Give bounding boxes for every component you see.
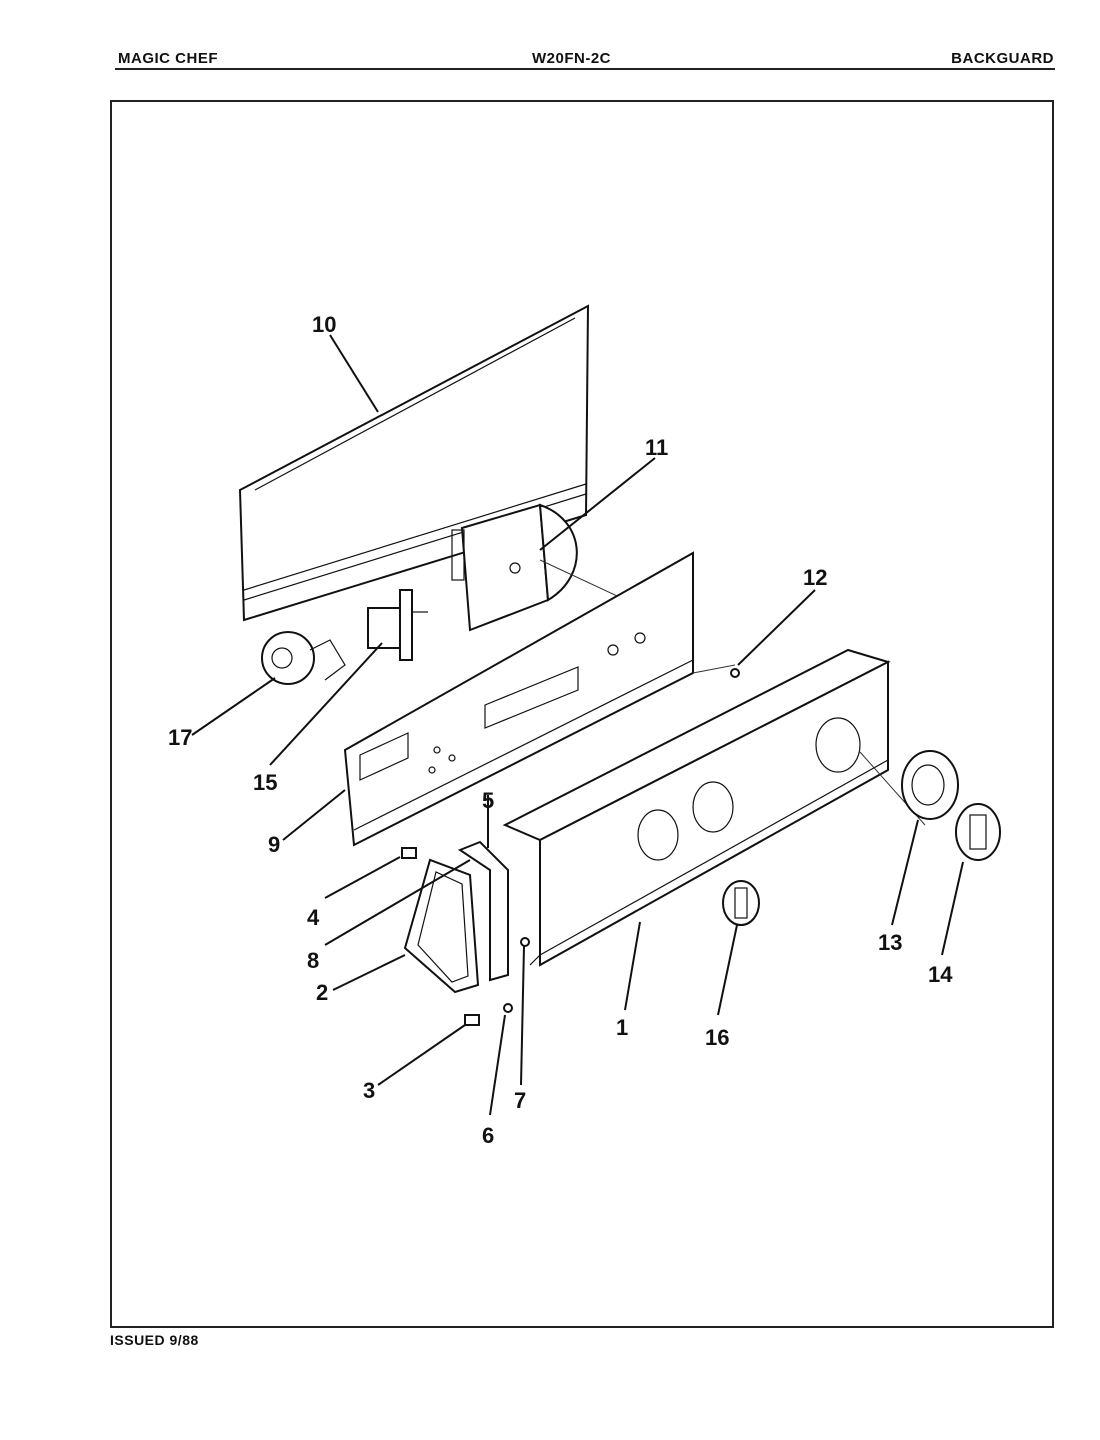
model-label: W20FN-2C: [532, 50, 612, 67]
callout-11: 11: [645, 435, 668, 460]
section-label: BACKGUARD: [951, 50, 1054, 67]
part-13-dial-skirt: [901, 750, 959, 820]
callout-5: 5: [482, 788, 494, 813]
callout-4: 4: [307, 905, 320, 930]
brand-label: MAGIC CHEF: [118, 50, 218, 67]
callout-7: 7: [514, 1088, 526, 1113]
callout-16: 16: [705, 1025, 729, 1050]
part-1-console: [502, 648, 926, 967]
callout-10: 10: [312, 312, 336, 337]
callout-1: 1: [616, 1015, 628, 1040]
part-11-timer: [451, 503, 691, 632]
callout-12: 12: [803, 565, 827, 590]
part-15-switch: [367, 589, 428, 661]
part-14-timer-knob: [955, 803, 1001, 861]
part-5-trim: [457, 840, 509, 982]
part-10-rear-panel: [238, 304, 590, 622]
callout-6: 6: [482, 1123, 494, 1148]
issued-label: ISSUED 9/88: [110, 1332, 199, 1348]
callout-13: 13: [878, 930, 902, 955]
callout-14: 14: [928, 962, 953, 987]
callout-labels: 1 2 3 4 5 6 7 8 9 10 11 12 13 14 15 16 1…: [168, 312, 953, 1148]
callout-3: 3: [363, 1078, 375, 1103]
callout-8: 8: [307, 948, 319, 973]
callout-15: 15: [253, 770, 277, 795]
part-16-knob: [722, 880, 760, 926]
callout-9: 9: [268, 832, 280, 857]
header-rule: [115, 68, 1055, 70]
diagram-frame: [110, 100, 1054, 1328]
leader-lines: [191, 334, 964, 1116]
small-hardware: [401, 668, 740, 1026]
part-2-lens: [403, 858, 480, 994]
part-17-pressure-switch: [261, 631, 346, 685]
callout-17: 17: [168, 725, 192, 750]
callout-2: 2: [316, 980, 328, 1005]
